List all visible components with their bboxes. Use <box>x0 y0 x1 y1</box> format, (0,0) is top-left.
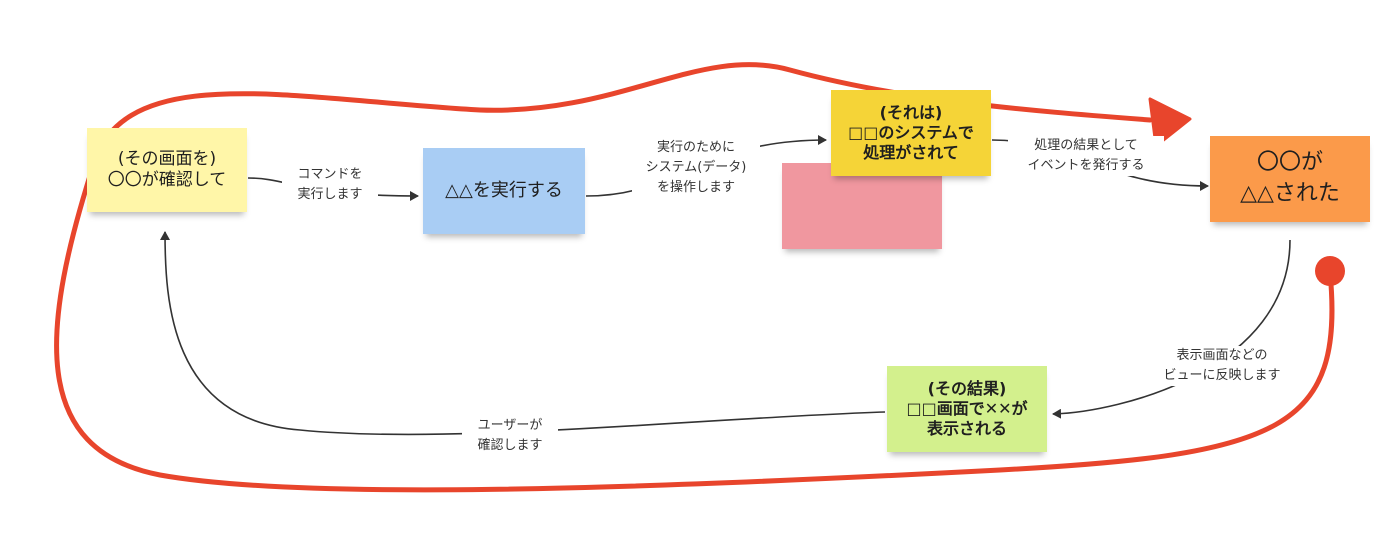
note-pink-blank[interactable] <box>782 163 942 249</box>
connector-confirm <box>160 231 886 436</box>
edge-label-confirm-line1: ユーザーが <box>477 418 543 433</box>
edge-label-operate-line2: システム(データ) <box>645 160 747 176</box>
note-event[interactable]: 〇〇が △△された <box>1210 136 1370 222</box>
loop-arrow <box>54 62 1335 493</box>
edge-label-reflect: 表示画面などの ビューに反映します <box>1148 346 1296 387</box>
note-system[interactable]: (それは) □□のシステムで 処理がされて <box>831 90 991 176</box>
note-event-line1: 〇〇が <box>1256 150 1323 176</box>
edge-label-confirm: ユーザーが 確認します <box>462 416 558 457</box>
note-screen-check[interactable]: (その画面を) 〇〇が確認して <box>87 128 247 212</box>
note-system-line1: (それは) <box>879 103 943 122</box>
note-result[interactable]: (その結果) □□画面で✕✕が 表示される <box>887 366 1047 452</box>
edge-label-operate-line3: を操作します <box>656 180 735 196</box>
loop-start-dot <box>1315 256 1345 286</box>
edge-label-publish: 処理の結果として イベントを発行する <box>1008 136 1164 177</box>
edge-label-command-line2: 実行します <box>297 187 363 203</box>
edge-label-operate: 実行のために システム(データ) を操作します <box>632 138 760 199</box>
note-result-line2: □□画面で✕✕が <box>906 399 1028 418</box>
edge-label-publish-line2: イベントを発行する <box>1027 158 1145 174</box>
note-result-line3: 表示される <box>926 419 1007 438</box>
edge-label-reflect-line1: 表示画面などの <box>1176 348 1268 363</box>
note-screen-check-line2: 〇〇が確認して <box>107 170 227 190</box>
edge-label-reflect-line2: ビューに反映します <box>1163 368 1281 384</box>
edge-label-publish-line1: 処理の結果として <box>1034 138 1138 153</box>
note-system-line2: □□のシステムで <box>848 123 974 142</box>
note-screen-check-line1: (その画面を) <box>117 148 217 169</box>
note-execute[interactable]: △△を実行する <box>423 148 585 234</box>
edge-label-command: コマンドを 実行します <box>282 165 378 206</box>
edge-label-confirm-line2: 確認します <box>477 438 543 454</box>
note-event-line2: △△された <box>1240 181 1340 206</box>
loop-arrowhead <box>1148 97 1192 148</box>
edge-label-command-line1: コマンドを <box>297 167 363 182</box>
note-result-line1: (その結果) <box>927 379 1007 398</box>
connector-reflect <box>1052 239 1291 419</box>
edge-label-operate-line1: 実行のために <box>656 140 735 155</box>
note-execute-line1: △△を実行する <box>445 179 563 201</box>
note-system-line3: 処理がされて <box>863 143 959 162</box>
